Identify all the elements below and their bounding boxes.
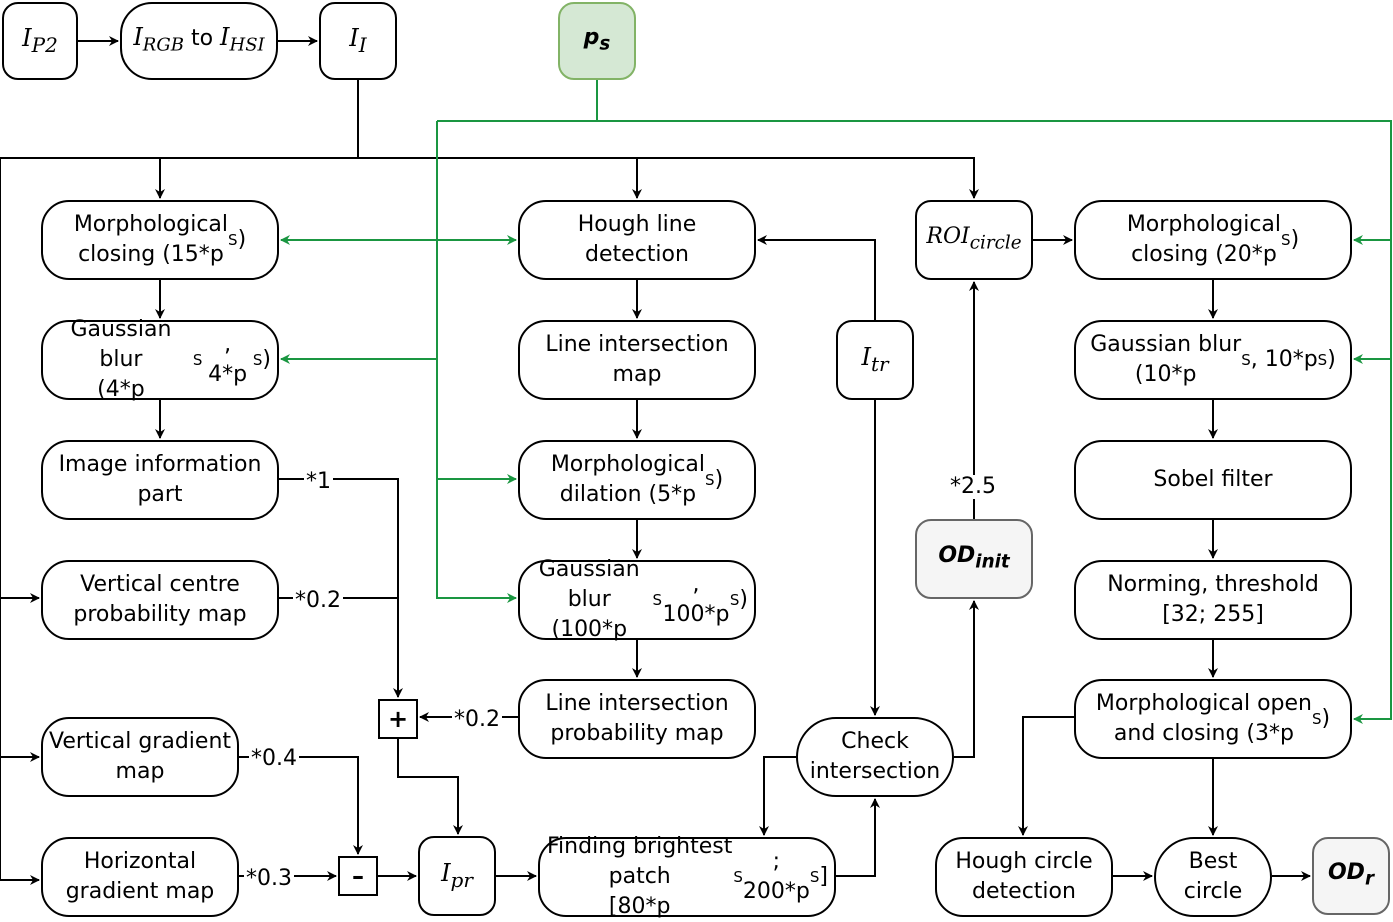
weight-hgrad: *0.3 — [244, 866, 294, 891]
od-r-base: OD — [1327, 859, 1365, 885]
connector-27 — [759, 756, 796, 836]
od-init-node: ODinit — [915, 519, 1033, 599]
roi-circle-label: ROIcircle — [926, 222, 1021, 258]
source-image-label: IP2 — [22, 23, 58, 60]
minus-operator: – — [338, 856, 378, 896]
od-r-sub: r — [1364, 868, 1374, 890]
hsi-image-label: II — [349, 23, 366, 60]
best-circle-node: Best circle — [1154, 837, 1272, 917]
itr-base: I — [861, 342, 871, 371]
od-r-node: ODr — [1312, 837, 1390, 915]
color-convert-node: IRGB to IHSI — [120, 2, 278, 80]
ipr-node: Ipr — [418, 836, 496, 916]
param-connector-40 — [437, 120, 1392, 724]
convert-from-base: I — [133, 22, 143, 51]
roi-sub: circle — [969, 232, 1022, 254]
convert-to-word: to — [183, 25, 221, 51]
ps-param-node: ps — [558, 2, 636, 80]
convert-to-base: I — [220, 22, 230, 51]
hsi-image-node: II — [319, 2, 397, 80]
od-init-sub: init — [975, 551, 1010, 573]
hsi-image-sub: I — [358, 32, 367, 57]
roi-base: ROI — [926, 223, 970, 249]
weight-line-prob: *0.2 — [452, 707, 502, 732]
hough-line-node: Hough line detection — [518, 200, 756, 280]
convert-from-sub: RGB — [142, 34, 184, 56]
connector-24 — [757, 235, 876, 320]
weight-vcentre: *0.2 — [293, 588, 343, 613]
image-info-node: Image information part — [41, 440, 279, 520]
weight-info: *1 — [304, 469, 333, 494]
weight-vgrad: *0.4 — [249, 746, 299, 771]
hsi-image-base: I — [349, 23, 359, 52]
ps-param-sub: s — [599, 33, 611, 55]
convert-to-sub: HSI — [229, 34, 265, 56]
plus-operator: + — [378, 699, 418, 739]
ipr-base: I — [441, 858, 451, 887]
itr-node: Itr — [836, 320, 914, 400]
itr-sub: tr — [870, 351, 889, 376]
ps-param-label: ps — [584, 23, 611, 59]
ipr-sub: pr — [450, 867, 473, 892]
roi-circle-node: ROIcircle — [915, 200, 1033, 280]
line-intersection-map-node: Line intersection map — [518, 320, 756, 400]
norming-threshold-node: Norming, threshold [32; 255] — [1074, 560, 1352, 640]
ps-param-base: p — [583, 24, 600, 50]
connector-36 — [1018, 716, 1074, 836]
od-r-label: ODr — [1328, 858, 1374, 894]
sobel-filter-node: Sobel filter — [1074, 440, 1352, 520]
connector-7 — [358, 157, 979, 199]
source-image-base: I — [22, 23, 32, 52]
weight-od-init: *2.5 — [948, 474, 998, 499]
source-image-sub: P2 — [31, 32, 58, 57]
od-init-label: ODinit — [938, 541, 1009, 577]
check-intersection-node: Check intersection — [796, 717, 954, 797]
hough-circle-node: Hough circle detection — [935, 837, 1113, 917]
itr-label: Itr — [861, 342, 888, 379]
connector-18 — [397, 739, 463, 835]
connector-15 — [239, 756, 363, 855]
param-connector-41 — [436, 121, 517, 603]
ipr-label: Ipr — [441, 858, 473, 895]
vertical-gradient-node: Vertical gradient map — [41, 717, 239, 797]
od-init-base: OD — [938, 542, 976, 568]
connector-28 — [954, 600, 979, 758]
vertical-centre-node: Vertical centre probability map — [41, 560, 279, 640]
connector-26 — [836, 798, 880, 877]
color-convert-label: IRGB to IHSI — [133, 22, 264, 60]
connector-4 — [0, 157, 358, 885]
source-image-node: IP2 — [2, 2, 78, 80]
line-probability-node: Line intersection probability map — [518, 679, 756, 759]
horizontal-gradient-node: Horizontal gradient map — [41, 837, 239, 917]
